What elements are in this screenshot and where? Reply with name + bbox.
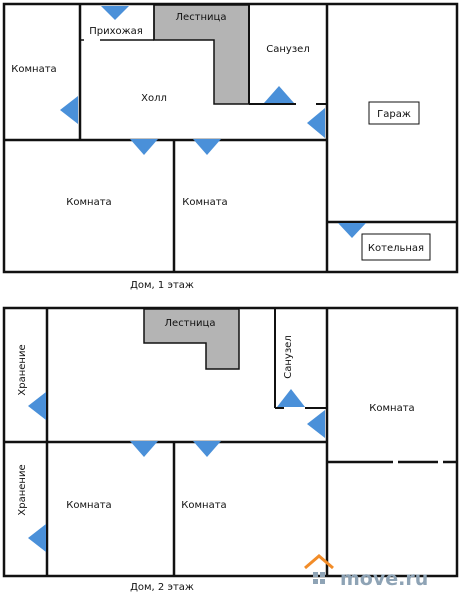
floor2-door-markers [28,389,325,552]
room-label: Котельная [368,243,424,254]
floor1-outer-wall [2,2,459,274]
floor2-caption: Дом, 2 этаж [130,582,194,593]
door-marker [307,410,325,438]
floor2-labels: Лестница Санузел Хранение Хранение Комна… [17,318,415,593]
door-marker [130,139,158,155]
door-marker [307,108,325,138]
floor-1 [2,2,459,274]
door-marker [101,6,129,20]
room-label: Прихожая [89,26,143,37]
room-label: Комната [11,64,56,75]
door-marker [338,223,366,238]
room-label: Санузел [283,335,294,378]
house-logo-icon [304,554,334,584]
room-label: Комната [369,403,414,414]
room-label: Комната [66,500,111,511]
door-marker [277,389,305,407]
room-label: Холл [141,93,167,104]
floor-2 [2,306,459,578]
floor1-door-markers [60,6,366,238]
door-marker [193,441,221,457]
floor2-stairs-shape [143,308,240,370]
move-ru-watermark: move.ru [304,554,428,590]
door-marker [28,392,46,420]
room-label: Санузел [266,44,309,55]
door-marker [264,86,294,103]
door-marker [60,96,78,124]
floor1-labels: Комната Прихожая Лестница Санузел Холл Г… [11,12,424,291]
room-label: Лестница [176,12,227,23]
room-label: Комната [181,500,226,511]
garage-label-box [368,101,420,125]
room-label: Хранение [17,464,28,515]
room-label: Хранение [17,344,28,395]
door-marker [130,441,158,457]
door-marker [28,524,46,552]
floor2-outer-wall [2,306,459,578]
watermark-text: move.ru [340,568,428,590]
room-label: Гараж [377,109,411,120]
floor1-caption: Дом, 1 этаж [130,280,194,291]
door-marker [193,139,221,155]
room-label: Комната [182,197,227,208]
room-label: Комната [66,197,111,208]
room-label: Лестница [165,318,216,329]
boiler-label-box [361,233,431,261]
